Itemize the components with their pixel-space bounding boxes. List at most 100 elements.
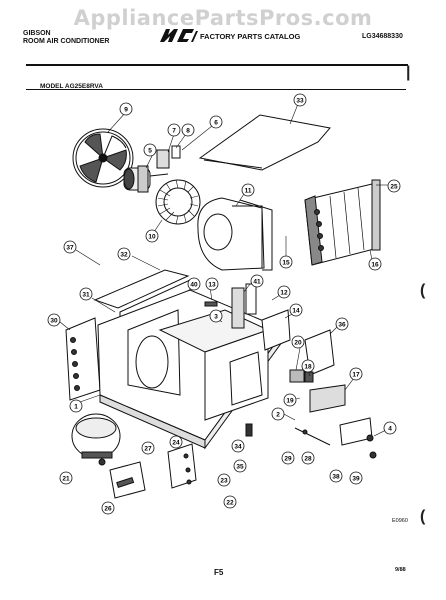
callout-19: 19 <box>283 393 297 407</box>
callout-35: 35 <box>233 459 247 473</box>
product-type: ROOM AIR CONDITIONER <box>23 38 110 45</box>
model-rule <box>26 89 406 90</box>
svg-text:18: 18 <box>304 364 312 371</box>
svg-text:27: 27 <box>144 446 152 453</box>
callout-39: 39 <box>349 471 363 485</box>
wci-logo: WCI <box>158 28 198 44</box>
model-label: MODEL AG25E8RVA <box>40 83 103 90</box>
callout-25: 25 <box>387 179 401 193</box>
svg-text:3: 3 <box>214 314 218 321</box>
svg-text:13: 13 <box>208 282 216 289</box>
svg-text:12: 12 <box>280 290 288 297</box>
svg-text:6: 6 <box>214 120 218 127</box>
svg-text:25: 25 <box>390 184 398 191</box>
blower-scroll <box>197 197 273 271</box>
svg-text:5: 5 <box>148 148 152 155</box>
callout-12: 12 <box>277 285 291 299</box>
callout-21: 21 <box>59 471 73 485</box>
callout-22: 22 <box>223 495 237 509</box>
callout-10: 10 <box>145 229 159 243</box>
svg-text:32: 32 <box>120 252 128 259</box>
callouts: 9 33 8 7 6 5 11 25 10 15 16 37 32 40 13 … <box>47 93 401 515</box>
logo-text: WCI <box>178 39 181 41</box>
svg-text:4: 4 <box>388 426 392 433</box>
callout-9: 9 <box>119 102 133 116</box>
callout-28: 28 <box>301 451 315 465</box>
svg-text:40: 40 <box>190 282 198 289</box>
svg-text:21: 21 <box>62 476 70 483</box>
svg-text:7: 7 <box>172 128 176 135</box>
svg-text:29: 29 <box>284 456 292 463</box>
callout-36: 36 <box>335 317 349 331</box>
svg-text:39: 39 <box>352 476 360 483</box>
compressor <box>71 413 121 466</box>
scan-mark: ( <box>420 282 426 299</box>
callout-32: 32 <box>117 247 131 261</box>
svg-text:30: 30 <box>50 318 58 325</box>
callout-5: 5 <box>143 143 157 157</box>
svg-text:2: 2 <box>276 412 280 419</box>
scan-mark: ( <box>420 508 426 525</box>
air-filter <box>93 269 190 309</box>
callout-16: 16 <box>368 257 382 271</box>
catalog-title: FACTORY PARTS CATALOG <box>200 32 301 41</box>
callout-2: 2 <box>271 407 285 421</box>
revision-date: 9/88 <box>395 567 406 573</box>
callout-18: 18 <box>301 359 315 373</box>
watermark: AppliancePartsPros.com <box>73 6 373 30</box>
svg-text:16: 16 <box>371 262 379 269</box>
svg-text:23: 23 <box>220 478 228 485</box>
callout-11: 11 <box>241 183 255 197</box>
callout-37: 37 <box>63 240 77 254</box>
svg-text:33: 33 <box>296 98 304 105</box>
svg-text:20: 20 <box>294 340 302 347</box>
callout-41: 41 <box>250 274 264 288</box>
svg-text:41: 41 <box>253 279 261 286</box>
blower-wheel <box>155 179 201 225</box>
svg-text:22: 22 <box>226 500 234 507</box>
svg-text:38: 38 <box>332 474 340 481</box>
callout-1: 1 <box>69 399 83 413</box>
svg-text:35: 35 <box>236 464 244 471</box>
callout-14: 14 <box>289 303 303 317</box>
brand-name: GIBSON <box>23 30 51 37</box>
callout-23: 23 <box>217 473 231 487</box>
callout-6: 6 <box>209 115 223 129</box>
svg-text:24: 24 <box>172 440 180 447</box>
fan-blade <box>72 128 134 188</box>
callout-29: 29 <box>281 451 295 465</box>
svg-text:31: 31 <box>82 292 90 299</box>
callout-33: 33 <box>293 93 307 107</box>
svg-text:15: 15 <box>282 260 290 267</box>
svg-text:26: 26 <box>104 506 112 513</box>
callout-30: 30 <box>47 313 61 327</box>
svg-text:19: 19 <box>286 398 294 405</box>
svg-text:14: 14 <box>292 308 300 315</box>
svg-text:34: 34 <box>234 444 242 451</box>
callout-26: 26 <box>101 501 115 515</box>
svg-text:10: 10 <box>148 234 156 241</box>
callout-34: 34 <box>231 439 245 453</box>
callout-4: 4 <box>383 421 397 435</box>
callout-15: 15 <box>279 255 293 269</box>
scan-mark: | <box>406 64 411 81</box>
callout-40: 40 <box>187 277 201 291</box>
svg-text:11: 11 <box>245 188 252 195</box>
svg-text:8: 8 <box>186 128 190 135</box>
callout-8: 8 <box>181 123 195 137</box>
callout-3: 3 <box>209 309 223 323</box>
svg-text:9: 9 <box>124 107 128 114</box>
callout-17: 17 <box>349 367 363 381</box>
fan-motor <box>123 165 169 193</box>
callout-31: 31 <box>79 287 93 301</box>
svg-text:36: 36 <box>338 322 346 329</box>
callout-13: 13 <box>205 277 219 291</box>
drawing-code: E0960 <box>392 518 408 524</box>
callout-7: 7 <box>167 123 181 137</box>
catalog-number: LG34688330 <box>362 33 403 40</box>
condenser-coil <box>65 317 101 401</box>
top-cover-panel <box>198 114 331 171</box>
callout-20: 20 <box>291 335 305 349</box>
svg-text:17: 17 <box>352 372 360 379</box>
